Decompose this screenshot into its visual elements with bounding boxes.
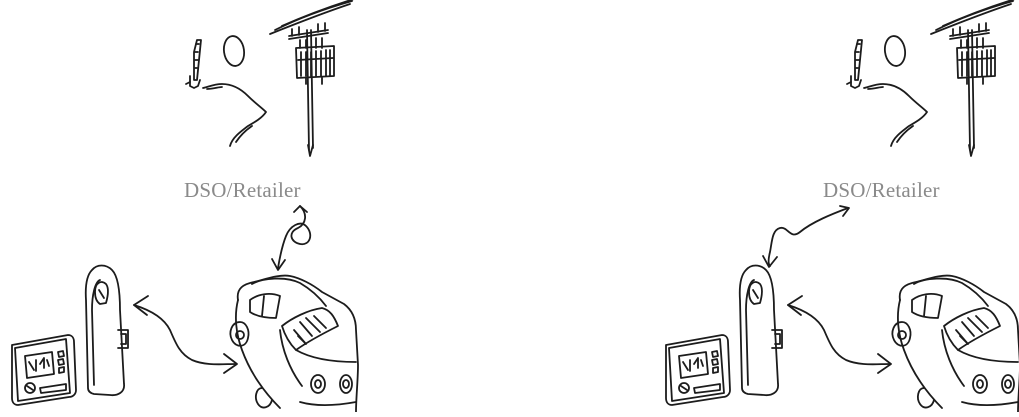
charger-car-arrow <box>788 296 891 373</box>
power-pole-icon <box>931 0 1015 156</box>
charger-car-arrow <box>134 296 237 373</box>
right-panel-lower <box>666 266 891 406</box>
right-panel <box>847 0 1015 156</box>
ev-charger-icon <box>740 266 782 396</box>
dso-retailer-label: DSO/Retailer <box>823 178 940 203</box>
person-with-phone-icon <box>847 35 927 146</box>
dso-car-arrow <box>272 206 310 270</box>
person-with-phone-icon <box>186 35 266 146</box>
dso-retailer-label: DSO/Retailer <box>184 178 301 203</box>
car-icon <box>892 276 1019 412</box>
power-pole-icon <box>270 0 354 156</box>
left-panel <box>12 0 358 412</box>
home-energy-display-icon <box>666 335 730 405</box>
dso-charger-arrow <box>763 206 849 267</box>
ev-charger-icon <box>86 266 128 396</box>
home-energy-display-icon <box>12 335 76 405</box>
car-icon <box>230 276 358 412</box>
